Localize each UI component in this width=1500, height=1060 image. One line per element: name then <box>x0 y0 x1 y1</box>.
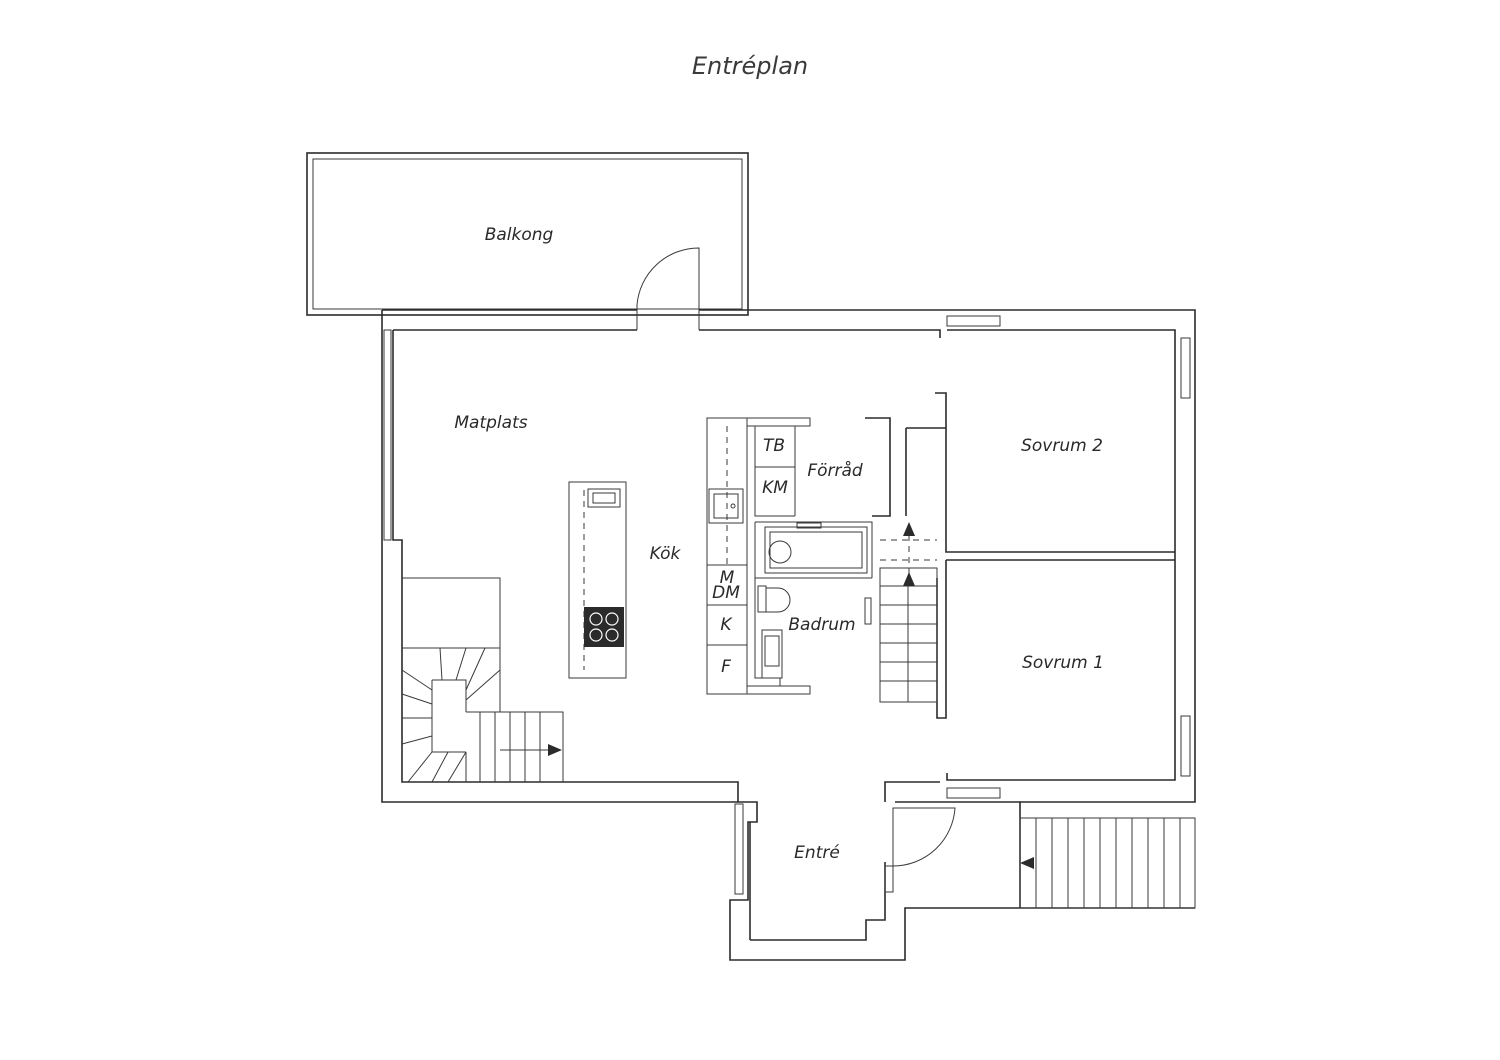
room-label-forrad: Förråd <box>807 461 863 481</box>
room-label-sovrum-1: Sovrum 1 <box>1022 653 1104 673</box>
bathroom-walls <box>754 521 873 686</box>
room-label-balkong: Balkong <box>484 225 554 245</box>
room-label-matplats: Matplats <box>454 413 528 433</box>
appliance-label-dm: DM <box>712 583 740 603</box>
stair-arrow-icon <box>1020 857 1034 869</box>
outer-walls <box>381 309 1196 961</box>
balcony <box>306 152 749 316</box>
sink-icon <box>708 488 744 524</box>
kitchen-island <box>568 481 627 679</box>
appliance-label-tb: TB <box>762 436 786 456</box>
bathtub-icon <box>764 522 868 574</box>
stair-arrow-icon <box>903 522 915 586</box>
appliance-label-m: M <box>719 568 735 588</box>
room-label-sovrum-2: Sovrum 2 <box>1021 436 1103 456</box>
stairs-lower <box>401 577 564 783</box>
room-label-entre: Entré <box>794 843 840 863</box>
bedroom-walls <box>865 392 1175 719</box>
stair-arrow-icon <box>500 744 562 756</box>
door-swing-icon <box>892 807 956 867</box>
appliance-label-km: KM <box>762 478 788 498</box>
stairs-upper <box>864 524 938 703</box>
door-swing-icon <box>636 247 700 330</box>
kitchen-counter <box>706 417 811 695</box>
room-label-kok: Kök <box>649 544 681 564</box>
washbasin-icon <box>761 629 783 679</box>
room-label-badrum: Badrum <box>788 615 856 635</box>
stairs-entry <box>1019 817 1196 909</box>
stove-icon <box>584 607 624 647</box>
appliance-label-f: F <box>721 657 731 677</box>
plan-title: Entréplan <box>691 52 809 80</box>
toilet-icon <box>757 585 791 613</box>
appliance-label-k: K <box>720 615 732 635</box>
